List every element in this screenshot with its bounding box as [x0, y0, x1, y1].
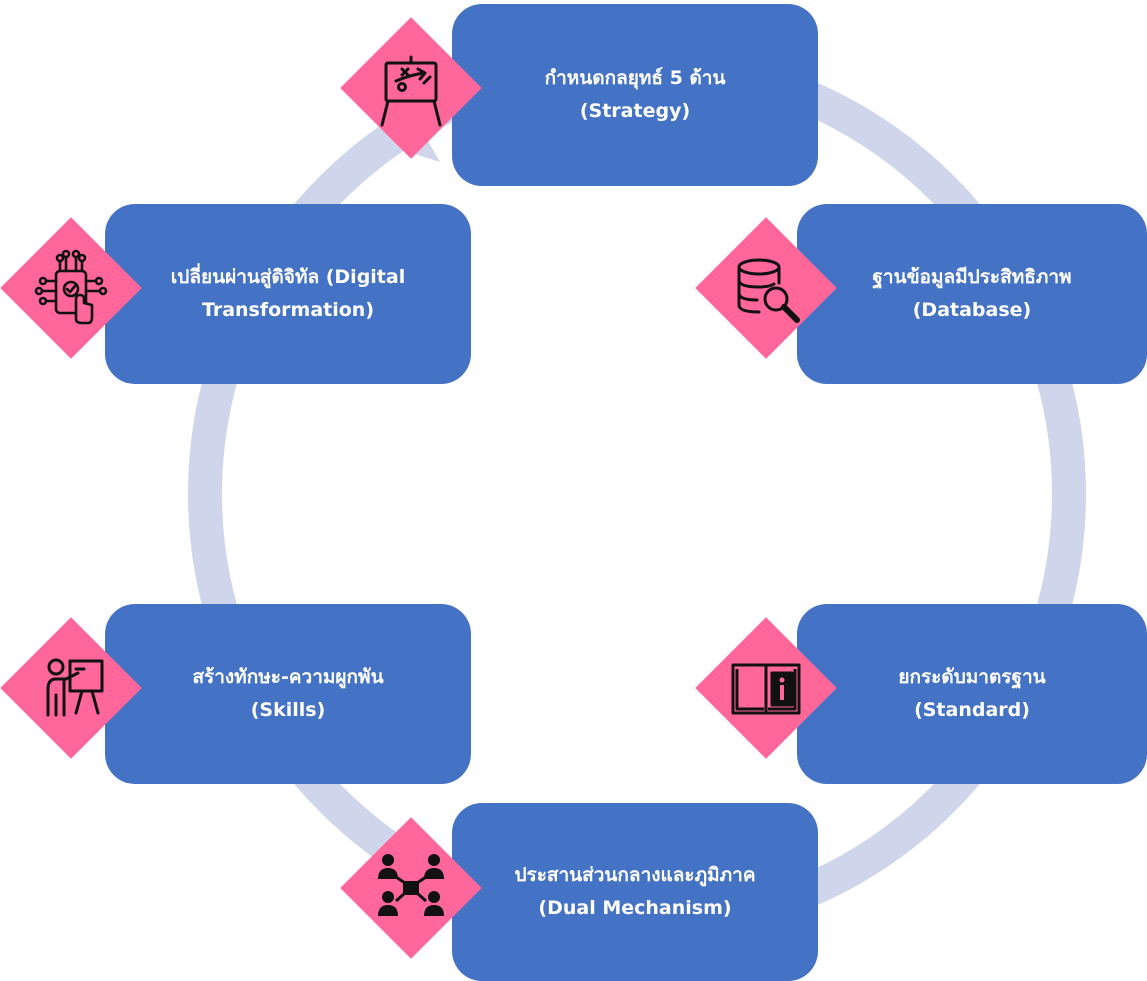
step-database-box: ฐานข้อมูลมีประสิทธิภาพ (Database): [797, 204, 1147, 384]
presenter-icon: [26, 643, 116, 733]
step-skills-box: สร้างทักษะ-ความผูกพัน (Skills): [105, 604, 471, 784]
strategy-board-icon: [366, 43, 456, 133]
step-standard-subtitle: (Standard): [914, 699, 1030, 721]
info-book-icon: [721, 643, 811, 733]
step-strategy-title: กำหนดกลยุทธ์ 5 ด้าน: [544, 66, 726, 89]
step-digital-subtitle: Transformation): [201, 299, 375, 321]
step-database-subtitle: (Database): [912, 299, 1032, 321]
step-standard-box: ยกระดับมาตรฐาน (Standard): [797, 604, 1147, 784]
step-digital-box: เปลี่ยนผ่านสู่ดิจิทัล (Digital Transform…: [105, 204, 471, 384]
step-strategy-box: กำหนดกลยุทธ์ 5 ด้าน (Strategy): [452, 4, 818, 186]
database-search-icon: [721, 243, 811, 333]
step-dual-box: ประสานส่วนกลางและภูมิภาค (Dual Mechanism…: [452, 803, 818, 981]
digital-touch-icon: [26, 243, 116, 333]
network-people-icon: [366, 843, 456, 933]
step-strategy-subtitle: (Strategy): [579, 100, 691, 122]
step-digital-title: เปลี่ยนผ่านสู่ดิจิทัล (Digital: [170, 265, 406, 288]
step-database-title: ฐานข้อมูลมีประสิทธิภาพ: [872, 265, 1072, 288]
step-dual-subtitle: (Dual Mechanism): [538, 897, 732, 919]
step-skills-subtitle: (Skills): [250, 699, 326, 721]
step-dual-title: ประสานส่วนกลางและภูมิภาค: [514, 863, 756, 886]
step-skills-title: สร้างทักษะ-ความผูกพัน: [192, 665, 384, 688]
step-standard-title: ยกระดับมาตรฐาน: [898, 665, 1046, 688]
